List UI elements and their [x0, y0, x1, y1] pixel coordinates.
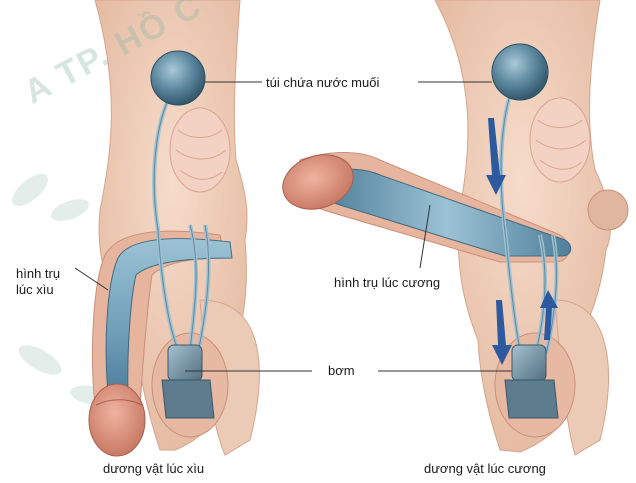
- reservoir-icon: [151, 51, 205, 105]
- label-cylinder-flaccid-text: hình trụ lúc xìu: [16, 266, 68, 298]
- label-cylinder-erect: hình trụ lúc cương: [334, 275, 440, 290]
- caption-erect: dương vật lúc cương: [424, 461, 546, 476]
- label-cylinder-flaccid: hình trụ lúc xìu: [16, 266, 68, 298]
- right-figure: [276, 0, 628, 455]
- label-reservoir: túi chứa nước muối: [266, 75, 379, 90]
- label-pump: bơm: [328, 363, 355, 378]
- caption-flaccid: dương vật lúc xìu: [103, 461, 204, 476]
